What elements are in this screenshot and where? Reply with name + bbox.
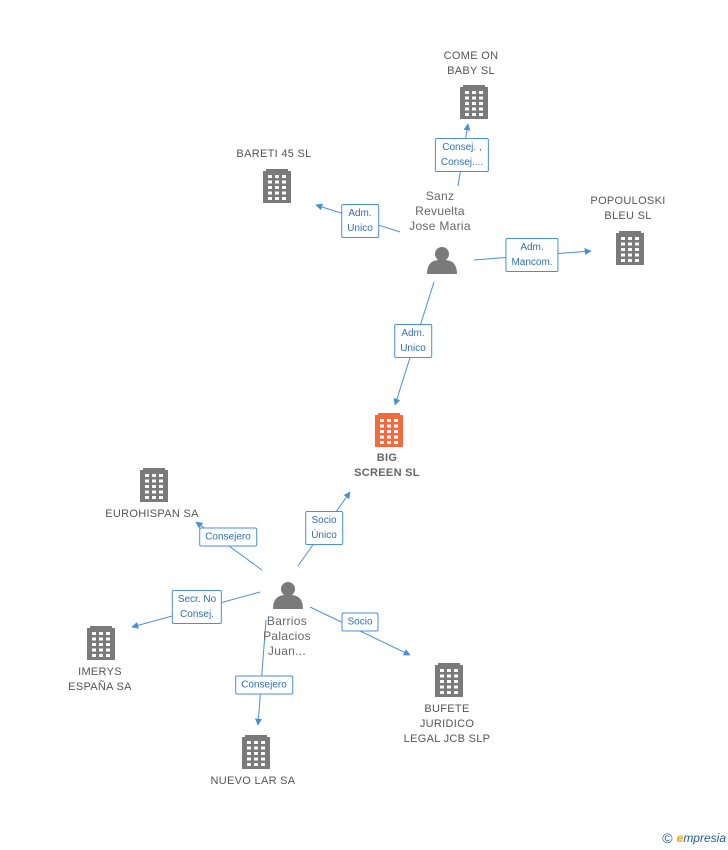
- node-label-nuevo-lar[interactable]: NUEVO LAR SA: [210, 775, 296, 787]
- footer-brand[interactable]: © empresia: [662, 830, 726, 846]
- edge-label-barrios-to-imerys[interactable]: Secr. No Consej.: [171, 590, 223, 624]
- edge-label-barrios-to-eurohispan[interactable]: Consejero: [199, 527, 257, 547]
- edge-barrios-to-nuevo-lar: [254, 619, 267, 726]
- node-label-come-on-baby[interactable]: COME ON BABY SL: [443, 50, 499, 77]
- node-label-sanz[interactable]: Sanz Revuelta Jose Maria: [409, 189, 471, 233]
- edge-label-sanz-to-big-screen[interactable]: Adm. Unico: [394, 324, 432, 358]
- edge-label-barrios-to-big-screen[interactable]: Socio Único: [305, 511, 343, 545]
- person-icon-sanz[interactable]: [427, 247, 457, 274]
- brand-logo: empresia: [676, 831, 726, 845]
- node-label-imerys[interactable]: IMERYS ESPAÑA SA: [68, 666, 132, 693]
- building-icon-big-screen[interactable]: [375, 413, 403, 447]
- building-icon-nuevo-lar[interactable]: [242, 735, 270, 769]
- person-icon-barrios[interactable]: [273, 582, 303, 609]
- edge-label-sanz-to-come-on-baby[interactable]: Consej. , Consej....: [434, 138, 490, 172]
- edge-label-barrios-to-bufete[interactable]: Socio: [341, 612, 379, 632]
- node-label-popouloski[interactable]: POPOULOSKI BLEU SL: [590, 195, 666, 222]
- node-label-bufete[interactable]: BUFETE JURIDICO LEGAL JCB SLP: [403, 703, 491, 745]
- node-label-barrios[interactable]: Barrios Palacios Juan...: [263, 614, 311, 658]
- node-label-bareti-45[interactable]: BARETI 45 SL: [236, 148, 312, 160]
- copyright-symbol: ©: [662, 830, 673, 846]
- edge-label-sanz-to-popouloski[interactable]: Adm. Mancom.: [505, 238, 559, 272]
- icons-layer: [87, 85, 644, 769]
- edge-label-sanz-to-bareti-45[interactable]: Adm. Unico: [341, 204, 379, 238]
- building-icon-come-on-baby[interactable]: [460, 85, 488, 119]
- node-label-big-screen[interactable]: BIG SCREEN SL: [354, 452, 420, 479]
- building-icon-bareti-45[interactable]: [263, 169, 291, 203]
- building-icon-bufete[interactable]: [435, 663, 463, 697]
- building-icon-popouloski[interactable]: [616, 231, 644, 265]
- building-icon-imerys[interactable]: [87, 626, 115, 660]
- building-icon-eurohispan[interactable]: [140, 468, 168, 502]
- edge-label-barrios-to-nuevo-lar[interactable]: Consejero: [235, 675, 293, 695]
- node-label-eurohispan[interactable]: EUROHISPAN SA: [105, 508, 199, 520]
